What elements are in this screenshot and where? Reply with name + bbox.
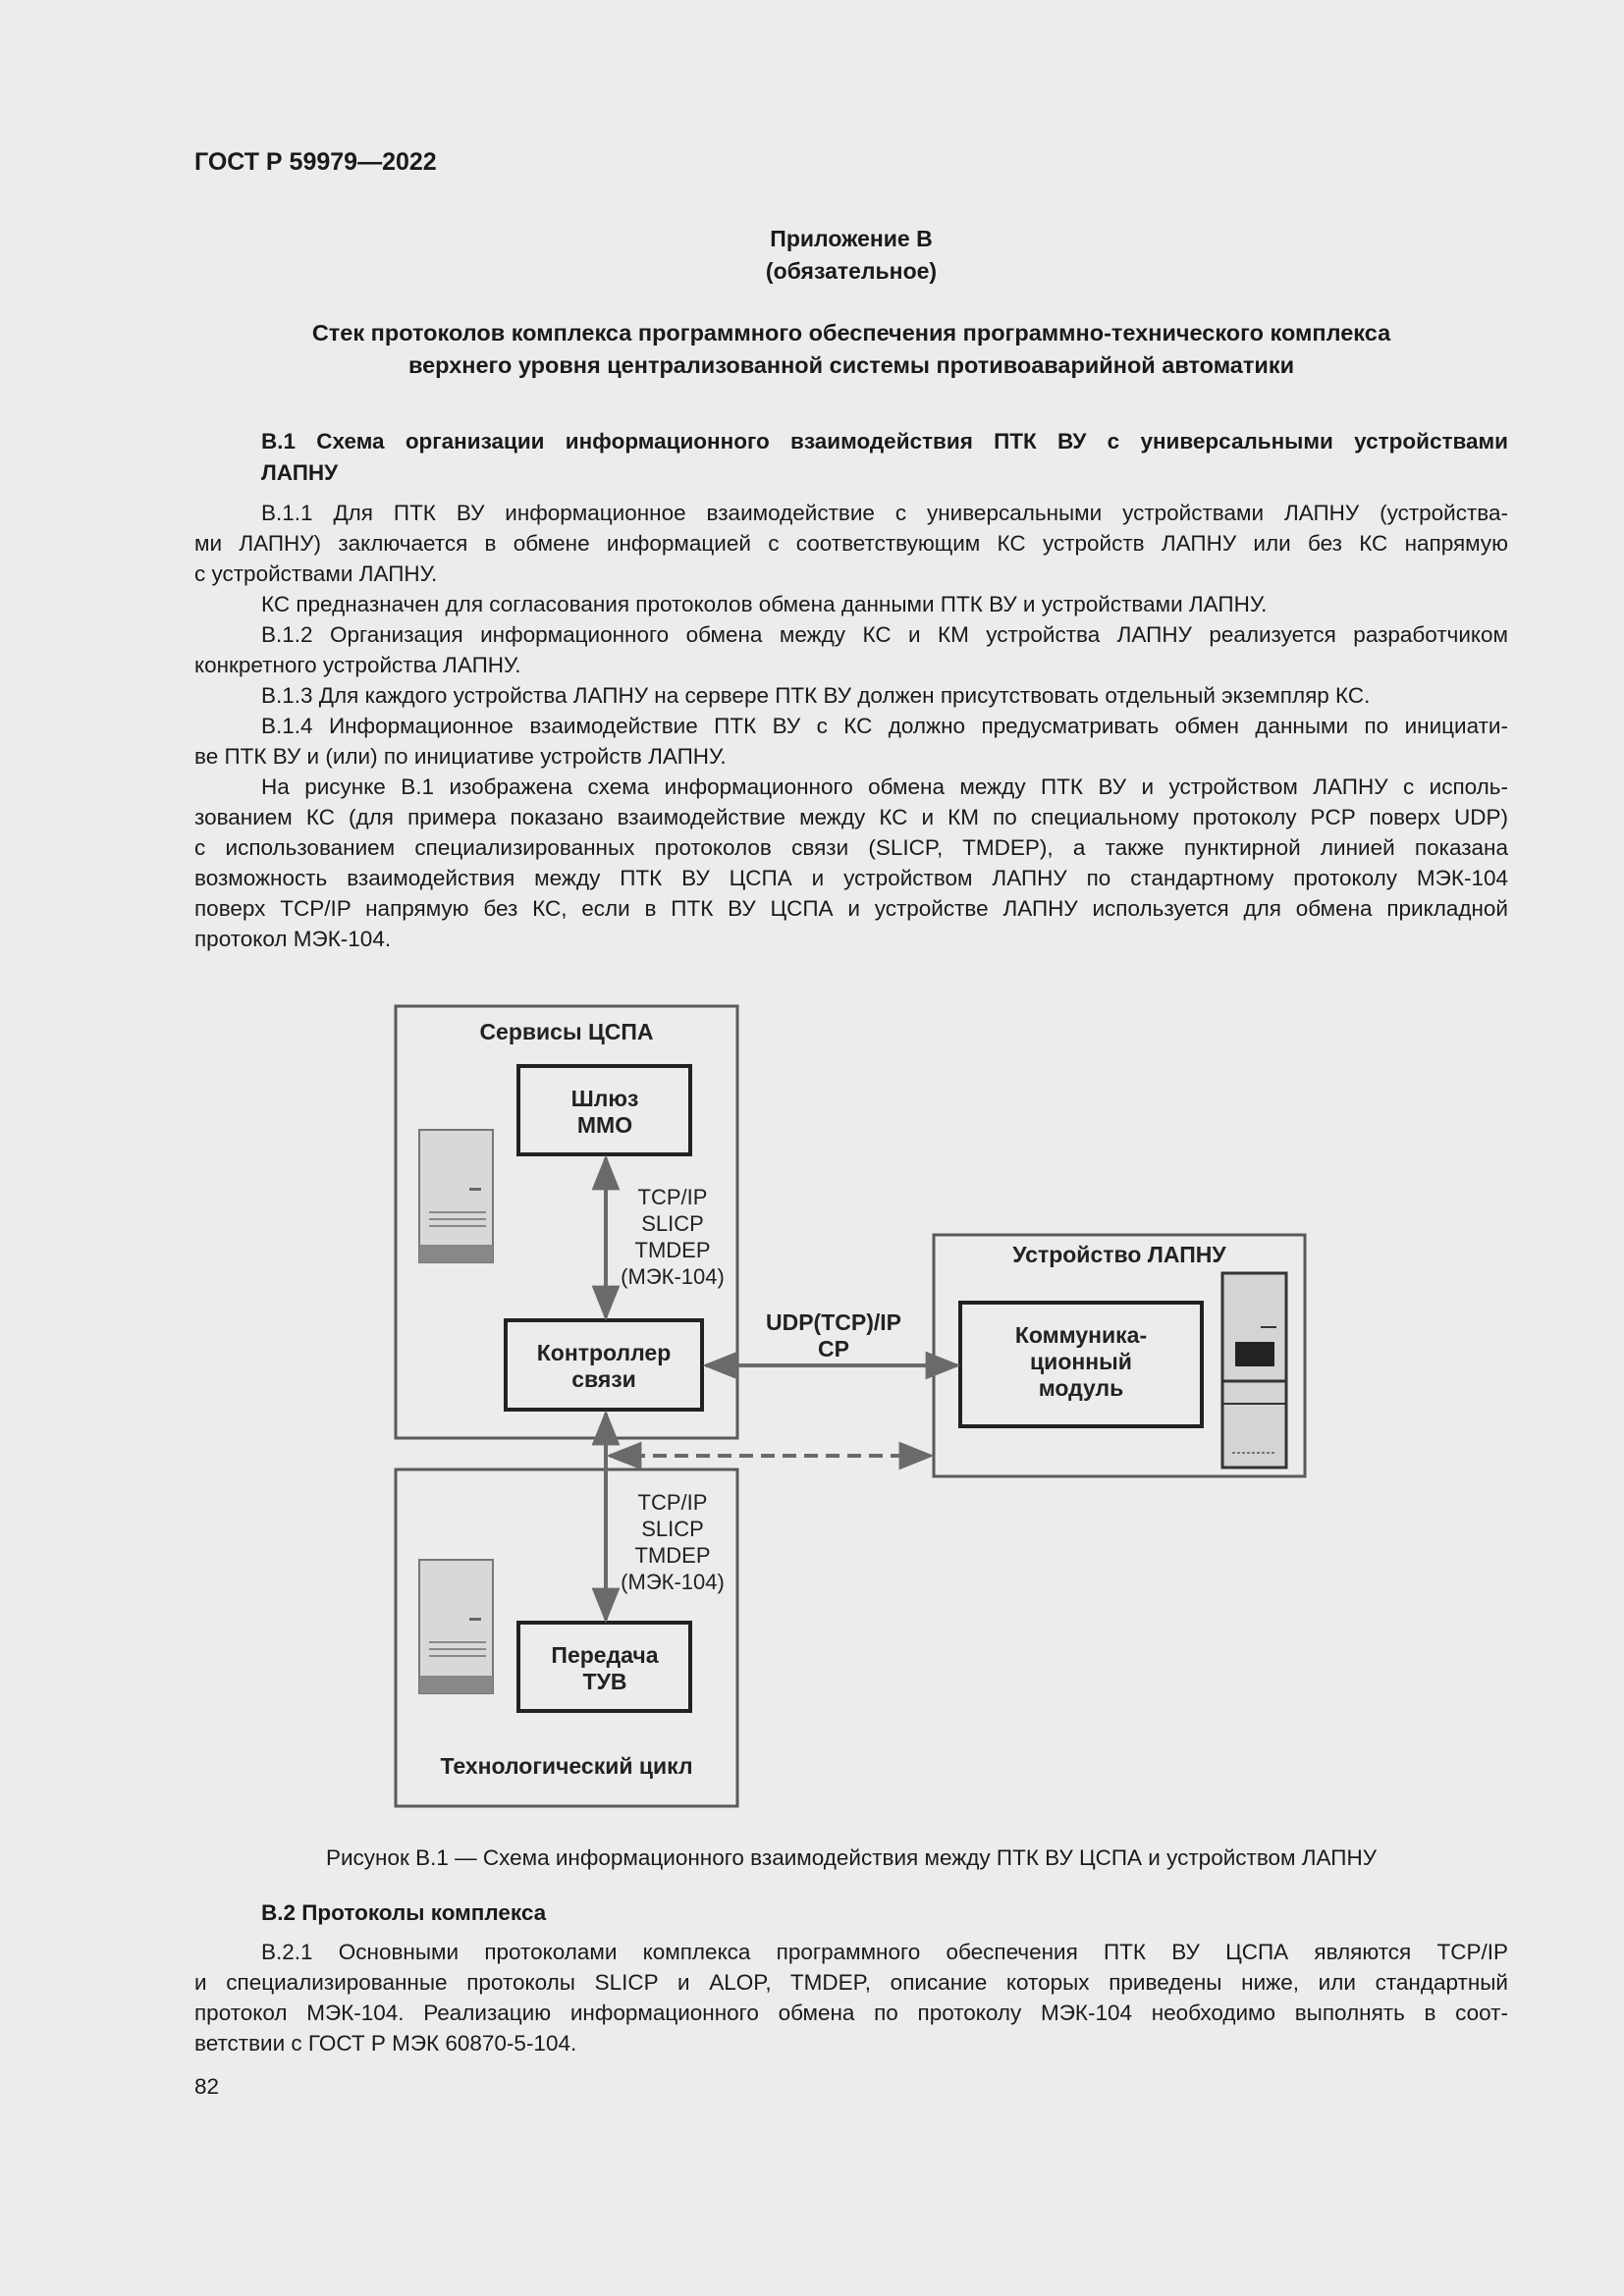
lower-protocol-label: (МЭК-104) bbox=[621, 1570, 725, 1594]
lower-protocol-label: SLICP bbox=[641, 1517, 704, 1541]
upper-protocol-label: TMDEP bbox=[635, 1238, 711, 1262]
figure-caption: Рисунок В.1 — Схема информационного взаи… bbox=[325, 1845, 1377, 1870]
heading-line: В.1 Схема организации информационного вз… bbox=[261, 429, 1508, 454]
appendix-label: Приложение В bbox=[770, 226, 933, 251]
page-title: Стек протоколов комплекса программного о… bbox=[194, 317, 1508, 382]
paragraph-line: В.1.3 Для каждого устройства ЛАПНУ на се… bbox=[261, 683, 1371, 708]
paragraph-line: с устройствами ЛАПНУ. bbox=[194, 561, 438, 586]
appendix-heading: Приложение В (обязательное) bbox=[194, 223, 1508, 288]
gateway-box bbox=[516, 1064, 692, 1156]
controller-label: связи bbox=[571, 1366, 636, 1392]
upper-protocol-label: SLICP bbox=[641, 1211, 704, 1236]
upper-protocol-label: TCP/IP bbox=[638, 1185, 708, 1209]
link-protocol-label: CP bbox=[818, 1336, 849, 1362]
paragraph-line: протокол МЭК-104. Реализацию информацион… bbox=[194, 2001, 1508, 2025]
paragraph-line: с использованием специализированных прот… bbox=[194, 835, 1508, 860]
controller-label: Контроллер bbox=[537, 1340, 672, 1365]
section-b1-body: В.1.1 Для ПТК ВУ информационное взаимоде… bbox=[194, 498, 1508, 954]
appendix-status: (обязательное) bbox=[765, 258, 938, 284]
paragraph-line: возможность взаимодействия между ПТК ВУ … bbox=[194, 866, 1508, 890]
comm-module-label: Коммуника- bbox=[1015, 1322, 1147, 1348]
lower-protocol-label: TCP/IP bbox=[638, 1490, 708, 1515]
heading-line: В.2 Протоколы комплекса bbox=[261, 1900, 547, 1925]
services-title: Сервисы ЦСПА bbox=[479, 1019, 653, 1044]
paragraph-line: ве ПТК ВУ и (или) по инициативе устройст… bbox=[194, 744, 727, 769]
document-id: ГОСТ Р 59979—2022 bbox=[194, 148, 437, 176]
upper-protocol-label: (МЭК-104) bbox=[621, 1264, 725, 1289]
section-b2-body: В.2.1 Основными протоколами комплекса пр… bbox=[194, 1937, 1508, 2058]
paragraph-line: В.1.1 Для ПТК ВУ информационное взаимоде… bbox=[261, 501, 1508, 525]
paragraph-line: ветствии с ГОСТ Р МЭК 60870-5-104. bbox=[194, 2031, 577, 2056]
page-number: 82 bbox=[194, 2074, 220, 2099]
paragraph-line: На рисунке В.1 изображена схема информац… bbox=[261, 774, 1508, 799]
server-icon bbox=[418, 1559, 494, 1694]
gateway-label: Шлюз bbox=[571, 1086, 639, 1111]
paragraph-line: зованием КС (для примера показано взаимо… bbox=[194, 805, 1508, 829]
tech-cycle-frame bbox=[394, 1468, 739, 1808]
paragraph-line: ми ЛАПНУ) заключается в обмене информаци… bbox=[194, 531, 1508, 556]
lower-protocol-label: TMDEP bbox=[635, 1543, 711, 1568]
cabinet-icon bbox=[1220, 1271, 1288, 1469]
paragraph-line: В.1.4 Информационное взаимодействие ПТК … bbox=[261, 714, 1508, 738]
paragraph-line: конкретного устройства ЛАПНУ. bbox=[194, 653, 521, 677]
paragraph-line: и специализированные протоколы SLICP и A… bbox=[194, 1970, 1508, 1995]
server-icon bbox=[418, 1129, 494, 1263]
paragraph-line: В.2.1 Основными протоколами комплекса пр… bbox=[261, 1940, 1508, 1964]
transfer-label: ТУВ bbox=[583, 1669, 627, 1694]
link-protocol-label: UDP(TCP)/IP bbox=[766, 1309, 901, 1335]
transfer-label: Передача bbox=[551, 1642, 658, 1668]
comm-module-label: ционный bbox=[1030, 1349, 1132, 1374]
paragraph-line: поверх TCP/IP напрямую без КС, если в ПТ… bbox=[194, 896, 1508, 921]
comm-module-label: модуль bbox=[1039, 1375, 1124, 1401]
section-b2-heading: В.2 Протоколы комплекса bbox=[194, 1897, 1508, 1928]
paragraph-line: В.1.2 Организация информационного обмена… bbox=[261, 622, 1508, 647]
title-line: верхнего уровня централизованной системы… bbox=[407, 352, 1295, 378]
gateway-label: ММО bbox=[577, 1112, 632, 1138]
lapnu-title: Устройство ЛАПНУ bbox=[1012, 1242, 1226, 1267]
title-line: Стек протоколов комплекса программного о… bbox=[311, 320, 1391, 346]
paragraph-line: КС предназначен для согласования протоко… bbox=[261, 592, 1268, 616]
section-b1-heading: В.1 Схема организации информационного вз… bbox=[194, 426, 1508, 489]
services-frame bbox=[394, 1004, 739, 1440]
heading-line: ЛАПНУ bbox=[261, 460, 339, 485]
tech-cycle-title: Технологический цикл bbox=[440, 1753, 692, 1779]
paragraph-line: протокол МЭК-104. bbox=[194, 927, 392, 951]
